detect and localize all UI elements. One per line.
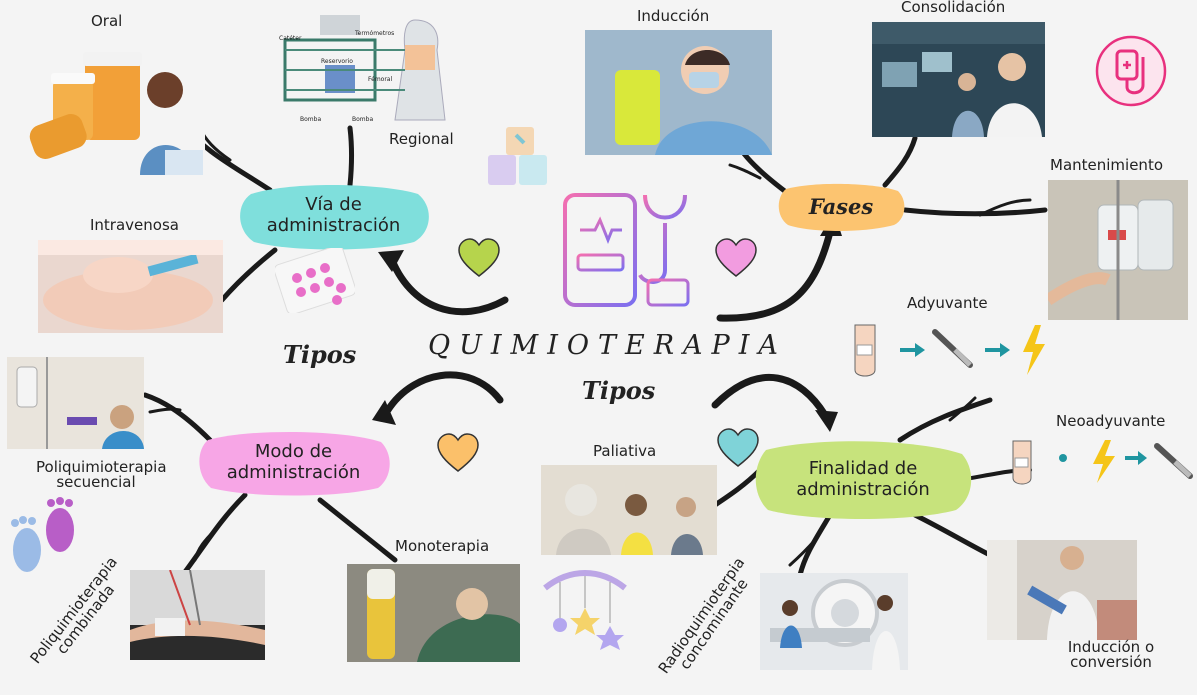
- arrow-to-modo: [381, 371, 504, 419]
- blocks-icon: [488, 127, 547, 185]
- photo-oral: [25, 40, 205, 175]
- leaf-intravenosa: Intravenosa: [90, 216, 179, 234]
- connector-finalidad-induccion: [912, 512, 993, 558]
- baby-feet-icon: [11, 497, 74, 572]
- scalpel-icon: [1154, 443, 1193, 479]
- arm-iv-icon: [1012, 440, 1032, 485]
- photo-induccion-conversion: [987, 540, 1137, 640]
- photo-radioquimioterapia: [760, 573, 908, 670]
- photo-induccion: [585, 30, 772, 155]
- leaf-mantenimiento: Mantenimiento: [1050, 156, 1163, 174]
- leaf-poli-secuencial: Poliquimioterapia secuencial: [36, 458, 167, 491]
- arrow-right-icon: [1125, 451, 1147, 465]
- connector-via-intravenosa: [219, 247, 278, 303]
- arrow-right-icon: [985, 343, 1010, 357]
- medical-tablet-icon: [563, 193, 690, 307]
- connector-finalidad-radio: [797, 512, 833, 578]
- central-title: QUIMIOTERAPIA: [428, 330, 787, 361]
- photo-regional: [265, 10, 465, 125]
- branch-via-label: Vía de administración: [266, 194, 401, 236]
- leaf-regional: Regional: [389, 130, 454, 148]
- branch-finalidad: Finalidad de administración: [752, 440, 974, 520]
- heart-pink-icon: [715, 238, 757, 277]
- catheter-label-termometros: Termómetros: [355, 30, 395, 37]
- leaf-oral: Oral: [91, 12, 123, 30]
- lightning-icon: [1023, 325, 1045, 375]
- heart-green-icon: [458, 238, 500, 277]
- tipos-left: Tipos: [283, 340, 357, 369]
- scalpel-icon: [932, 329, 973, 368]
- leaf-induccion: Inducción: [637, 7, 710, 25]
- catheter-label-bomba-1: Bomba: [300, 116, 322, 123]
- connector-finalidad-adyuvante: [897, 397, 993, 443]
- photo-poli-combinada: [130, 570, 265, 660]
- branch-via: Vía de administración: [236, 182, 431, 250]
- leaf-monoterapia: Monoterapia: [395, 537, 490, 555]
- adyuvante-sequence: [854, 324, 1045, 377]
- arrow-to-fases: [716, 228, 834, 322]
- leaf-consolidacion: Consolidación: [901, 0, 1006, 16]
- catheter-label-bomba-2: Bomba: [352, 116, 374, 123]
- branch-fases-label: Fases: [808, 193, 874, 219]
- arrow-to-finalidad: [711, 374, 829, 419]
- photo-consolidacion: [872, 22, 1045, 137]
- iv-bag-icon: [1095, 35, 1167, 107]
- photo-intravenosa: [38, 240, 223, 333]
- arrow-to-via: [386, 251, 509, 316]
- leaf-paliativa: Paliativa: [593, 442, 657, 460]
- arrow-right-icon: [900, 343, 925, 357]
- branch-modo-label: Modo de administración: [226, 441, 361, 483]
- leaf-neoadyuvante: Neoadyuvante: [1056, 412, 1166, 430]
- leaf-adyuvante: Adyuvante: [907, 294, 988, 312]
- photo-mantenimiento: [1048, 180, 1188, 320]
- lightning-icon: [1093, 440, 1115, 483]
- connector-via-regional: [347, 125, 354, 188]
- pill-pack-icon: [275, 248, 355, 313]
- heart-teal-icon: [717, 428, 759, 467]
- catheter-label-reservorio: Reservorio: [321, 58, 353, 65]
- connector-modo-monoterapia: [317, 497, 398, 563]
- leaf-induccion-conversion: Inducción o conversión: [1067, 638, 1155, 671]
- tipos-center: Tipos: [582, 376, 656, 405]
- catheter-label-cateter: Catéter: [279, 35, 302, 42]
- photo-paliativa: [541, 465, 717, 555]
- arm-iv-icon: [854, 324, 876, 377]
- branch-fases: Fases: [776, 183, 906, 231]
- neoadyuvante-sequence: [1012, 440, 1193, 485]
- connector-fases-consolidacion: [882, 135, 918, 188]
- dot-icon: [1059, 454, 1067, 462]
- photo-monoterapia: [347, 564, 520, 662]
- connector-fases-mantenimiento: [902, 207, 1048, 217]
- branch-finalidad-label: Finalidad de administración: [796, 458, 930, 500]
- heart-orange-icon: [437, 433, 479, 472]
- connector-layer: [142, 117, 1048, 578]
- photo-poli-secuencial: [7, 357, 144, 449]
- branch-modo: Modo de administración: [196, 430, 391, 496]
- baby-mobile-icon: [543, 570, 627, 650]
- catheter-label-femoral: Fémoral: [368, 76, 393, 83]
